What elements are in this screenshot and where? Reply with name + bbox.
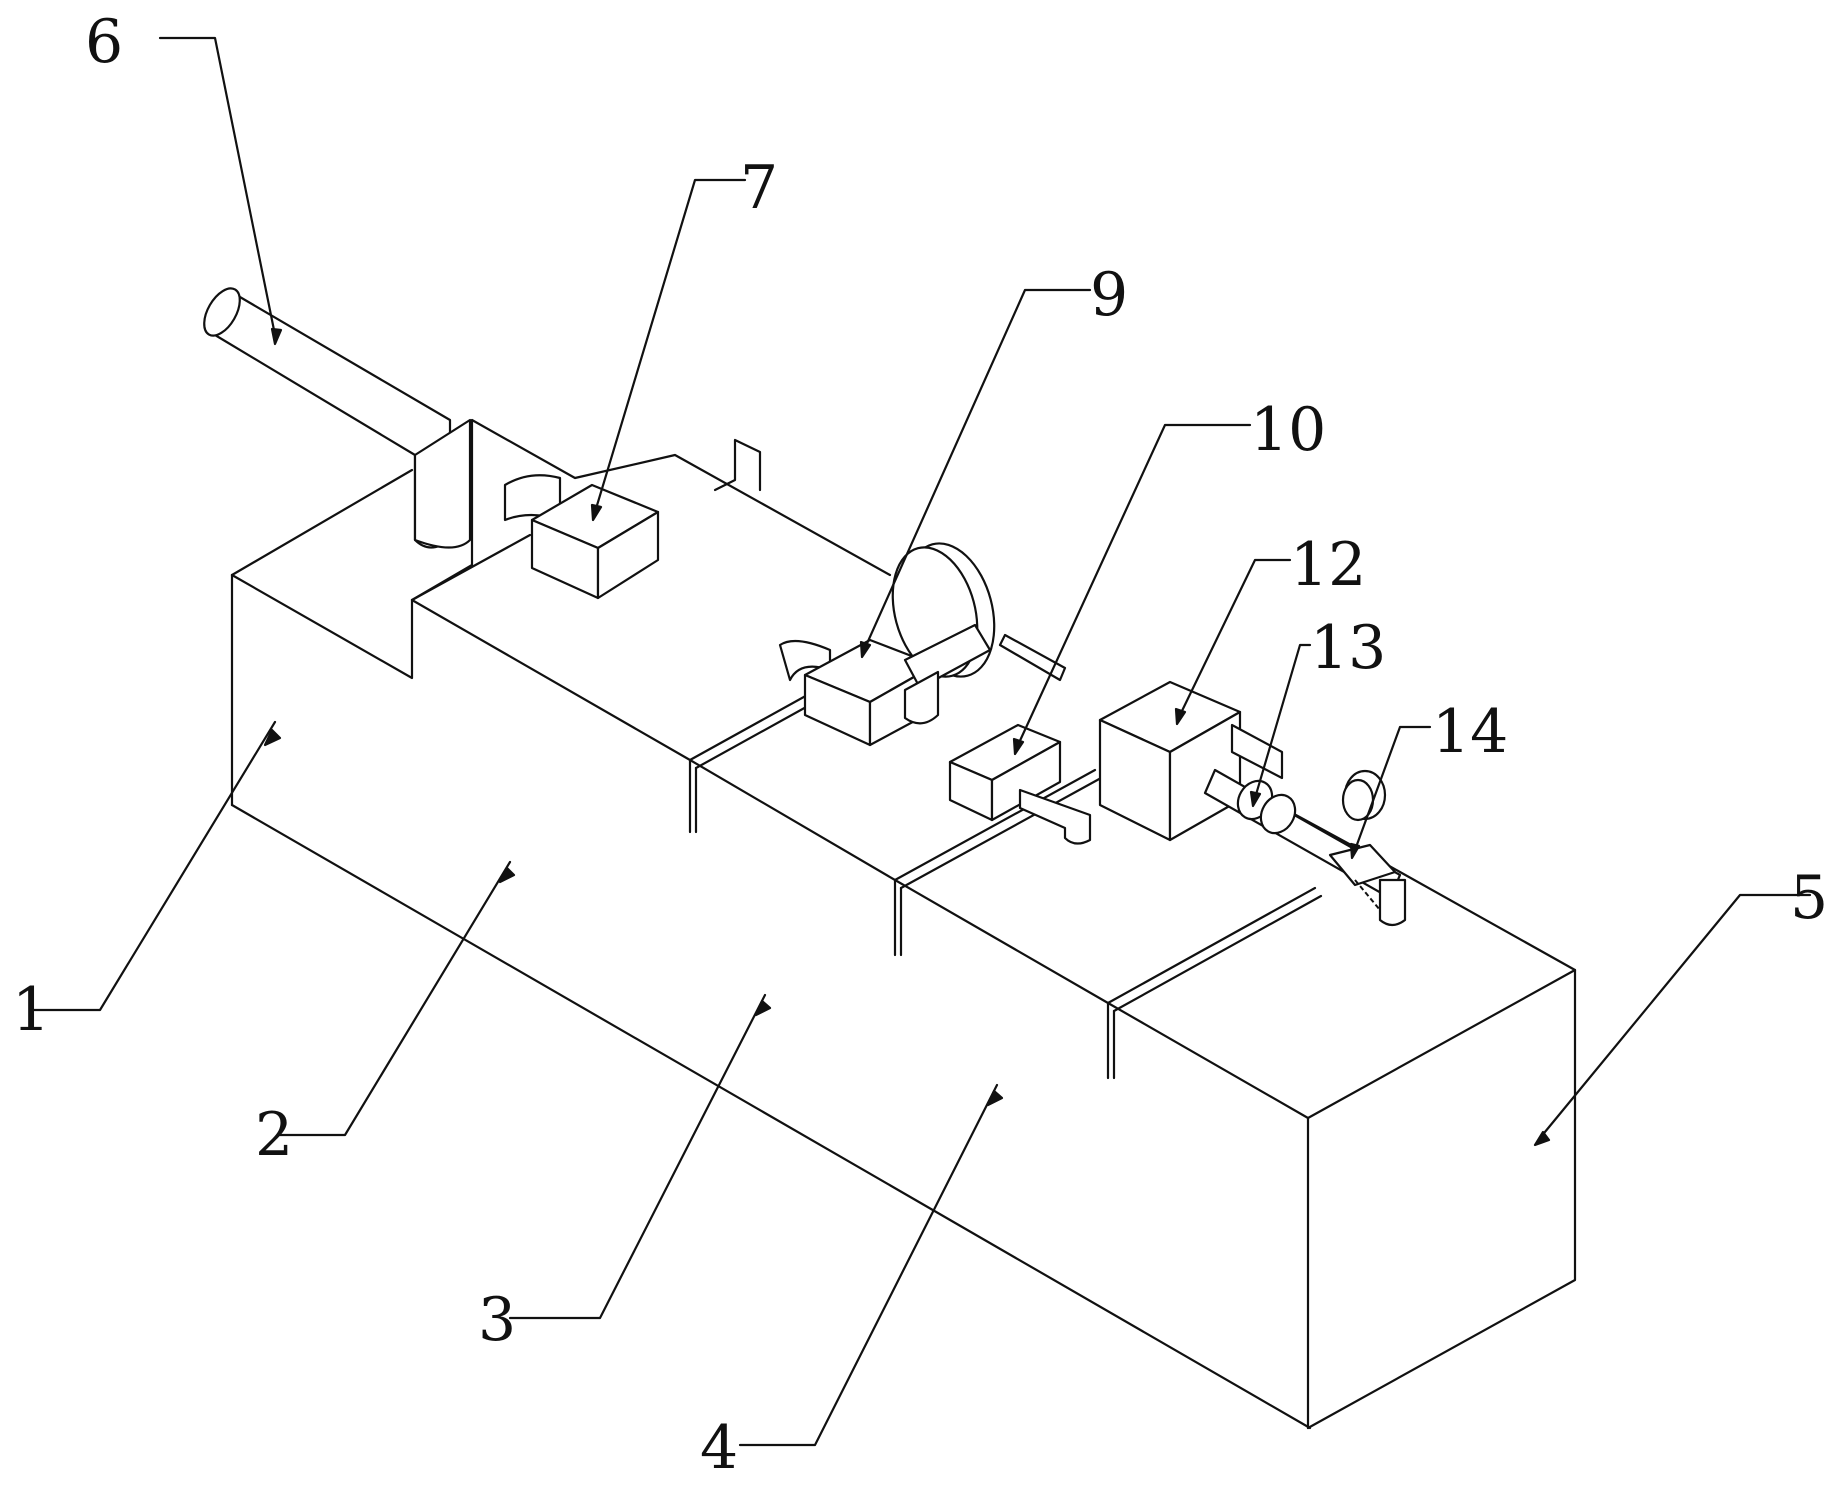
partition-4-5 <box>1106 886 1323 1013</box>
arrowhead-14 <box>1349 842 1361 860</box>
box-10-side <box>990 740 1062 822</box>
segment-top-edges-b <box>688 758 897 957</box>
leader-14 <box>1353 725 1432 852</box>
hidden-edge-14 <box>1354 879 1381 911</box>
post-9 <box>903 670 940 725</box>
arrowhead-1 <box>263 728 282 747</box>
leader-5 <box>1538 893 1812 1140</box>
leader-7 <box>593 178 747 514</box>
box-7-side <box>596 510 660 600</box>
feed-tube-mouth <box>203 287 241 337</box>
label-3: 3 <box>478 1285 516 1355</box>
segment-top-edges-a <box>230 573 692 834</box>
arrowhead-4 <box>986 1089 1004 1107</box>
segment-5-top <box>1106 856 1577 1120</box>
leader-6 <box>158 36 277 337</box>
label-6: 6 <box>85 7 123 77</box>
arm-10 <box>998 633 1067 682</box>
collar-13b <box>1259 793 1297 835</box>
label-12: 12 <box>1290 530 1366 600</box>
arrowhead-13 <box>1249 790 1262 808</box>
arrowhead-7 <box>590 503 603 522</box>
label-1: 1 <box>12 975 50 1045</box>
partition-drops <box>694 766 1116 1080</box>
segment-top-edges-c <box>893 878 1110 1080</box>
arrowhead-12 <box>1174 707 1187 726</box>
shaft-9 <box>903 623 992 690</box>
leader-3 <box>508 993 767 1320</box>
arrowhead-3 <box>754 999 772 1017</box>
leader-4 <box>738 1083 999 1447</box>
label-14: 14 <box>1432 697 1508 767</box>
segment-1-top-back <box>230 468 414 577</box>
reference-numerals: 1 2 3 4 5 6 7 9 10 12 13 14 <box>12 7 1828 1483</box>
leader-9 <box>863 288 1092 650</box>
unit-12 <box>1098 680 1284 842</box>
arrowhead-10 <box>1012 737 1025 756</box>
feed-tube-drop <box>413 418 472 549</box>
unit-10 <box>948 633 1092 845</box>
label-2: 2 <box>255 1100 293 1170</box>
leader-1 <box>28 720 277 1012</box>
wheel-assembly-9 <box>778 542 996 747</box>
pin-10 <box>1018 788 1092 845</box>
leader-lines <box>28 36 1812 1447</box>
arrowhead-6 <box>270 327 283 346</box>
tab-12 <box>1230 723 1284 780</box>
label-13: 13 <box>1310 613 1386 683</box>
arrowhead-9 <box>859 640 872 659</box>
box-7 <box>503 438 762 600</box>
segment-5-hidden <box>1108 1003 1308 1428</box>
leader-2 <box>278 860 512 1137</box>
partition-3-4 <box>893 768 1103 890</box>
leader-12 <box>1178 558 1292 717</box>
base-front-bottom-edge <box>230 803 1312 1430</box>
arrowhead-2 <box>498 866 516 884</box>
feed-tube <box>203 287 472 549</box>
label-10: 10 <box>1250 395 1326 465</box>
post-14 <box>1378 878 1407 927</box>
arrowhead-5 <box>1533 1130 1551 1147</box>
leader-10 <box>1016 423 1252 747</box>
label-5: 5 <box>1790 863 1828 933</box>
label-9: 9 <box>1090 260 1128 330</box>
label-4: 4 <box>700 1413 738 1483</box>
segment-5-side <box>1306 968 1577 1430</box>
leader-13 <box>1253 643 1312 800</box>
frame-7-rear <box>713 438 762 492</box>
label-7: 7 <box>740 153 778 223</box>
